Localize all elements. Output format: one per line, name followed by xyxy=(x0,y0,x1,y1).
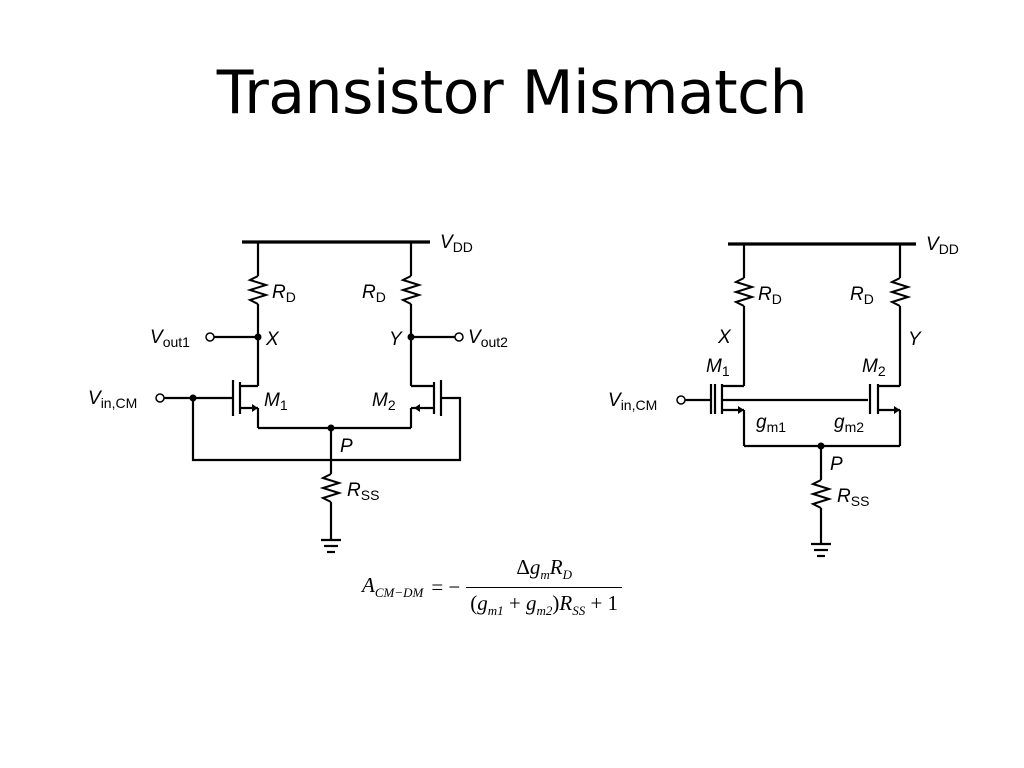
left-wire xyxy=(191,396,462,462)
right-rd1-label: RD xyxy=(758,284,782,307)
left-rd1-label: RD xyxy=(272,282,296,305)
left-vdd-label: VDD xyxy=(440,232,473,255)
left-out1-label: Vout1 xyxy=(150,327,190,350)
left-out2-label: Vout2 xyxy=(468,327,508,350)
right-node-p-label: P xyxy=(830,454,843,475)
left-input-terminal xyxy=(155,393,165,403)
right-rd2-label: RD xyxy=(850,284,874,307)
left-m2-label: M2 xyxy=(372,390,396,413)
slide-title: Transistor Mismatch xyxy=(216,58,808,128)
right-m2-label: M2 xyxy=(862,356,886,379)
left-node-x-label: X xyxy=(265,329,280,350)
equation-lhs: ACM−DM xyxy=(362,572,424,601)
left-m2-arrow xyxy=(414,404,420,412)
right-rd1-resistor xyxy=(732,277,756,307)
right-input-label: Vin,CM xyxy=(608,390,657,413)
right-node-x-label: X xyxy=(717,327,732,348)
left-out2-terminal xyxy=(454,332,464,342)
left-out1-terminal xyxy=(205,332,215,342)
left-circuit: VDD RD RD Vout1 Vout2 X Y Vin,CM M1 M2 P… xyxy=(88,232,508,554)
equation-equals: = − xyxy=(431,574,461,599)
left-input-label: Vin,CM xyxy=(88,388,137,411)
right-gm2-label: gm2 xyxy=(834,412,864,435)
right-circuit: VDD RD RD X Y M1 M2 Vin,CM gm1 gm2 P RSS xyxy=(608,234,959,558)
left-m1-label: M1 xyxy=(264,390,288,413)
right-node-y-label: Y xyxy=(908,329,922,350)
left-node-p-label: P xyxy=(340,436,353,457)
right-gm1-label: gm1 xyxy=(756,412,786,435)
left-rss-resistor xyxy=(319,473,343,503)
equation-numerator: ΔgmRD xyxy=(516,555,572,583)
left-rss-label: RSS xyxy=(347,480,379,503)
equation-fraction: ΔgmRD (gm1 + gm2)RSS + 1 xyxy=(466,555,623,618)
left-rd2-resistor xyxy=(399,275,423,305)
left-node-y-label: Y xyxy=(389,329,403,350)
left-rd1-resistor xyxy=(246,275,270,305)
right-ground-icon xyxy=(811,542,831,558)
right-rss-resistor xyxy=(809,479,833,509)
right-m2-arrow xyxy=(894,406,900,414)
right-rd2-resistor xyxy=(888,277,912,307)
equation-denominator: (gm1 + gm2)RSS + 1 xyxy=(470,590,619,618)
right-m1-arrow xyxy=(738,406,744,414)
right-input-terminal xyxy=(676,395,686,405)
left-ground-icon xyxy=(321,538,341,554)
equation-fraction-bar xyxy=(466,586,623,588)
left-rd2-label: RD xyxy=(362,282,386,305)
right-rss-label: RSS xyxy=(837,486,869,509)
gain-equation: ACM−DM = − ΔgmRD (gm1 + gm2)RSS + 1 xyxy=(362,552,623,622)
right-vdd-label: VDD xyxy=(926,234,959,257)
right-m1-label: M1 xyxy=(706,356,730,379)
left-m1-arrow xyxy=(252,404,258,412)
